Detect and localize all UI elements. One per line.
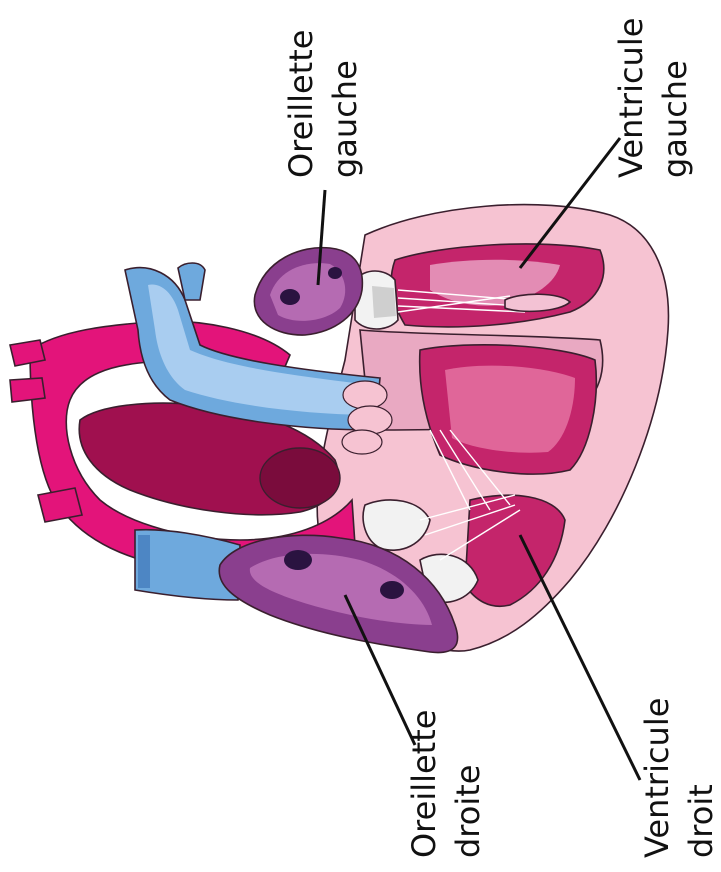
- label-ventricule-gauche: Ventricule gauche: [612, 7, 694, 178]
- aorta-branch-2: [10, 378, 45, 402]
- pulmonary-vein-opening-1: [280, 289, 300, 305]
- pulmonary-vein-opening-2: [328, 267, 342, 279]
- aorta-branch-3: [38, 488, 82, 522]
- label-oreillette-gauche: Oreillette gauche: [282, 19, 364, 178]
- leader-ventricule-droit: [520, 535, 640, 780]
- right-atrium-opening-1: [284, 550, 312, 570]
- mitral-valve-shadow: [372, 286, 396, 318]
- right-ventricle-trabeculae: [445, 366, 575, 453]
- ivc-highlight: [138, 535, 150, 588]
- right-atrium-opening-2: [380, 581, 404, 599]
- heart-illustration: [10, 205, 668, 653]
- aortic-opening: [260, 448, 340, 508]
- label-ventricule-droit: Ventricule droit: [638, 687, 720, 858]
- label-oreillette-droite: Oreillette droite: [405, 699, 487, 858]
